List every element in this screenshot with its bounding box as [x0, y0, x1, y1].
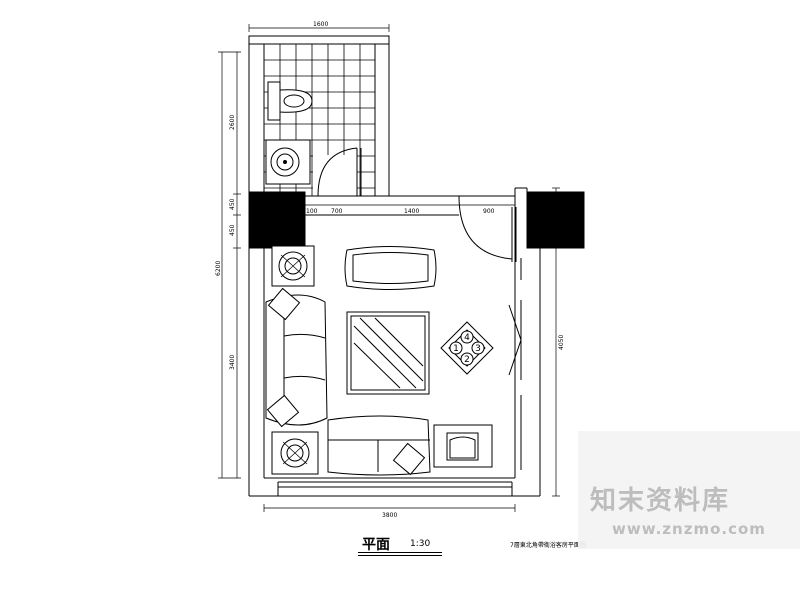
dim-left-toilet: 2600	[229, 115, 236, 130]
toilet	[267, 81, 313, 121]
side-table-bottom	[271, 431, 319, 475]
diamond-table	[440, 321, 494, 375]
sofa-bottom	[327, 415, 431, 476]
sofa-left-cushions	[266, 287, 301, 428]
dim-left-total: 6200	[215, 261, 222, 276]
chair-label-3: 3	[475, 344, 481, 354]
bathroom-walls	[248, 35, 390, 196]
dim-wall-seg-3: 900	[483, 208, 495, 215]
side-table-top	[271, 245, 315, 287]
chair-label-4: 4	[464, 333, 470, 343]
dim-right: 4050	[558, 335, 565, 350]
dim-left-living: 3400	[229, 355, 236, 370]
tv-unit	[508, 304, 522, 376]
column-west	[248, 191, 306, 249]
coffee-table	[346, 311, 430, 395]
room-walls	[248, 187, 541, 497]
dim-left-450b: 450	[229, 224, 236, 236]
dim-wall-seg-2: 1400	[404, 208, 419, 215]
watermark-brand: 知末资料库	[590, 486, 731, 516]
entry-door	[458, 195, 517, 262]
title-underline-2	[358, 555, 442, 556]
drawing-title: 平面	[362, 537, 390, 553]
dim-top: 1600	[313, 21, 328, 28]
drawing-scale: 1:30	[410, 539, 431, 549]
armchair	[433, 424, 493, 468]
chair-label-2: 2	[464, 355, 470, 365]
dim-wall-seg-1: 700	[331, 208, 343, 215]
watermark-panel	[578, 431, 800, 549]
column-east	[526, 191, 585, 249]
dim-left-450a: 450	[229, 198, 236, 210]
bathroom-door	[313, 147, 362, 197]
bathroom-vanity	[265, 139, 311, 185]
title-underline	[358, 552, 442, 553]
dim-bottom: 3800	[382, 512, 397, 519]
drawing-note: 7層東北角帶衛浴客房平面圖	[510, 542, 586, 549]
watermark-url: www.znzmo.com	[612, 520, 766, 538]
dimension-lines	[218, 24, 560, 512]
ottoman	[344, 246, 437, 290]
dim-wall-seg-4: 100	[306, 208, 318, 215]
chair-label-1: 1	[453, 344, 459, 354]
